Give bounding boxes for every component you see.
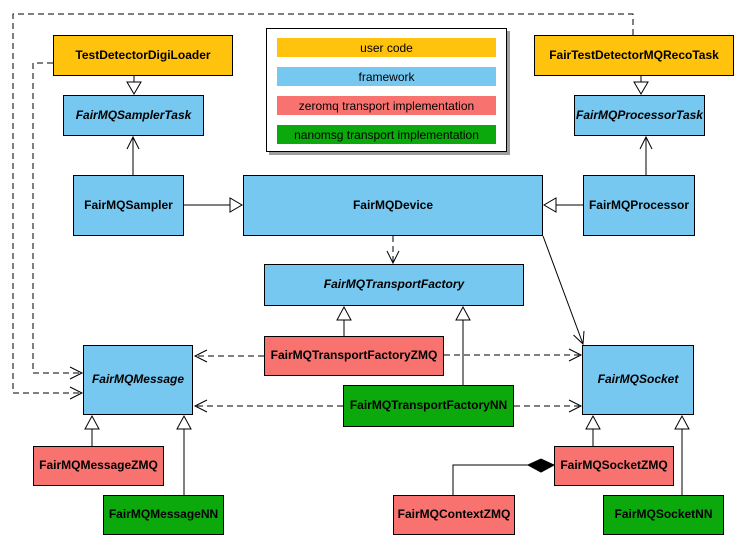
edge-digiloader-depends-message (32, 62, 81, 374)
class-fairmqsocket: FairMQSocket (582, 345, 694, 415)
legend-item-framework: framework (277, 67, 496, 86)
legend-item-zeromq: zeromq transport implementation (277, 96, 496, 115)
class-fairmqsocketzmq: FairMQSocketZMQ (554, 446, 674, 486)
arrowhead-triangle (84, 414, 100, 430)
class-fairmqtransportfactorynn: FairMQTransportFactoryNN (343, 385, 514, 427)
arrowhead-triangle (585, 414, 601, 430)
class-fairtestdetectormqrecotask: FairTestDetectorMQRecoTask (534, 35, 734, 76)
class-fairmqtransportfactoryzmq: FairMQTransportFactoryZMQ (264, 336, 444, 376)
class-fairmqtransportfactory: FairMQTransportFactory (264, 264, 524, 306)
arrowhead-open (69, 386, 84, 400)
arrowhead-open (568, 399, 583, 413)
arrowhead-triangle (674, 414, 690, 430)
class-testdetectordigiloader: TestDetectorDigiLoader (53, 35, 233, 76)
arrowhead-triangle (229, 197, 243, 213)
arrowhead-triangle (336, 305, 352, 321)
arrowhead-open (639, 135, 653, 150)
class-fairmqsamplertask: FairMQSamplerTask (63, 95, 204, 136)
arrowhead-open (568, 348, 583, 362)
edge-device-uses-socket (542, 235, 584, 345)
class-fairmqmessagenn: FairMQMessageNN (103, 495, 224, 535)
arrowhead-open (69, 366, 84, 380)
edge-contextzmq-composes-socketzmq (452, 464, 528, 495)
class-fairmqmessage: FairMQMessage (83, 345, 193, 415)
legend-box: user code framework zeromq transport imp… (266, 28, 507, 152)
class-fairmqsocketnn: FairMQSocketNN (603, 495, 724, 535)
arrowhead-triangle (543, 197, 557, 213)
arrowhead-diamond-filled (526, 458, 556, 473)
edge-recotask-depends-message (12, 13, 634, 394)
arrowhead-open (193, 399, 208, 413)
arrowhead-triangle (455, 305, 471, 321)
class-fairmqmessagezmq: FairMQMessageZMQ (33, 446, 164, 486)
arrowhead-open (126, 135, 140, 150)
legend-item-nanomsg: nanomsg transport implementation (277, 125, 496, 144)
arrowhead-triangle (126, 81, 142, 95)
class-fairmqsampler: FairMQSampler (73, 175, 184, 236)
arrowhead-open (386, 250, 400, 265)
arrowhead-triangle (633, 81, 649, 95)
arrowhead-open (573, 330, 585, 346)
arrowhead-open (193, 349, 208, 363)
arrowhead-triangle (176, 414, 192, 430)
class-fairmqprocessortask: FairMQProcessorTask (574, 95, 705, 136)
class-fairmqdevice: FairMQDevice (243, 175, 543, 236)
class-fairmqcontextzmq: FairMQContextZMQ (393, 495, 515, 535)
legend-item-user-code: user code (277, 38, 496, 57)
class-fairmqprocessor: FairMQProcessor (583, 175, 695, 236)
